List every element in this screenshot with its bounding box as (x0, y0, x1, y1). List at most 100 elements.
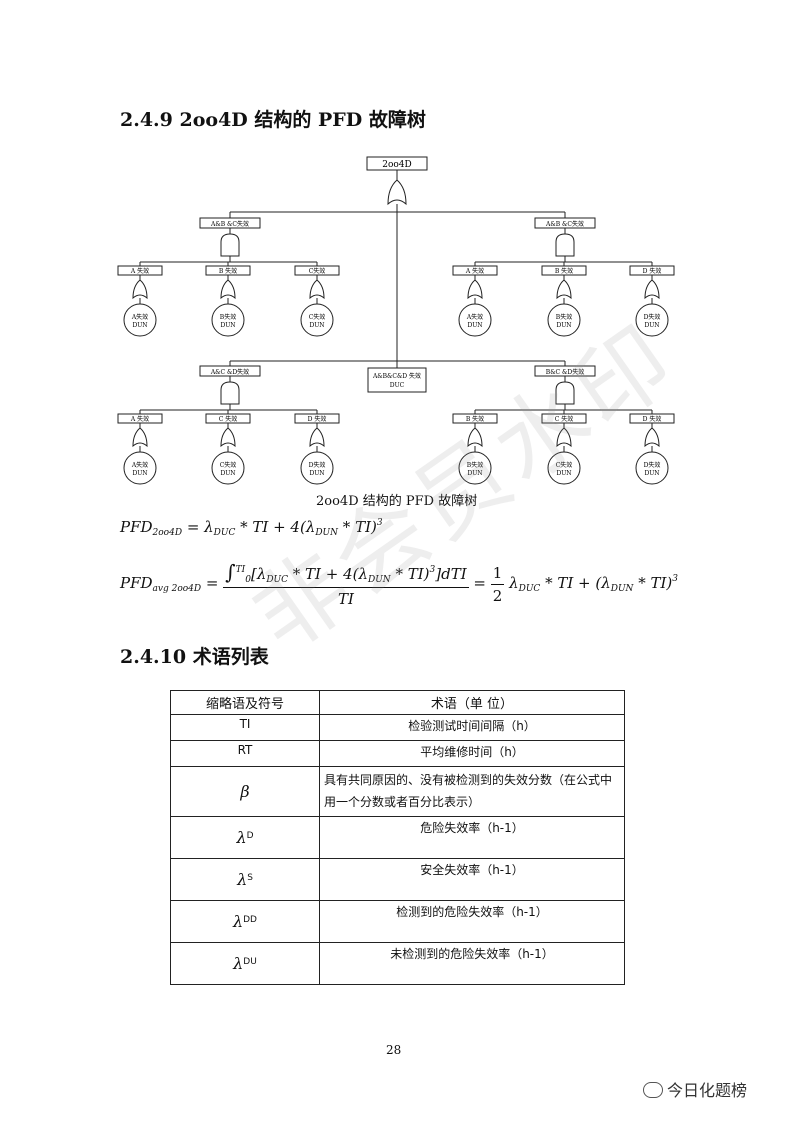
term-cell: 未检测到的危险失效率（h-1） (319, 942, 625, 985)
or-gate-icon (467, 427, 483, 448)
leaf-event-label: D 失效 (308, 415, 327, 423)
f2-num-tail: ]dTI (435, 565, 467, 583)
basic-event-label-2: DUN (644, 470, 659, 477)
basic-event-circle (635, 303, 669, 337)
basic-event-label-2: DUN (644, 322, 659, 329)
f1-rhs-a-sub: DUC (213, 528, 236, 538)
f2-rhs-c-sup: 3 (672, 574, 678, 584)
basic-event-label-2: DUN (467, 322, 482, 329)
table-row: λDD 检测到的危险失效率（h-1） (170, 900, 625, 943)
and-gate-left-bottom (220, 381, 240, 405)
symbol-superscript: DD (243, 915, 257, 925)
f2-rhs-b-sub: DUN (610, 584, 634, 594)
basic-event-label-1: D失效 (644, 313, 661, 321)
basic-event-label-2: DUN (132, 322, 147, 329)
or-gate-icon (644, 427, 660, 448)
f1-rhs-c-sup: 3 (376, 518, 383, 528)
basic-event-circle (300, 303, 334, 337)
f2-int-lower: 0 (245, 575, 251, 585)
basic-event-circle (123, 451, 157, 485)
center-box-line2: DUC (390, 382, 405, 389)
f2-rhs-a: λ (509, 574, 519, 592)
f2-num-sub2: DUN (368, 575, 391, 585)
f2-num-end: * TI) (390, 565, 430, 583)
term-cell: 具有共同原因的、没有被检测到的失效分数（在公式中用一个分数或者百分比表示） (319, 766, 625, 817)
f2-num-mid: * TI + 4(λ (288, 565, 368, 583)
or-gate-icon (644, 279, 660, 300)
basic-event-label-2: DUN (467, 470, 482, 477)
f2-eq2: = (473, 574, 486, 592)
basic-event-label-1: A失效 (131, 461, 148, 469)
symbol-cell: β (170, 766, 320, 817)
section-heading-2-4-9: 2.4.9 2oo4D 结构的 PFD 故障树 (120, 109, 426, 131)
basic-event-label-2: DUN (309, 470, 324, 477)
mid-right-top-label: A&B &C失效 (545, 220, 584, 228)
f2-num-sup: 3 (429, 565, 436, 575)
basic-event-label-1: C失效 (556, 461, 573, 469)
wechat-account-label: 今日化题榜 (643, 1077, 747, 1101)
f2-half-num: 1 (490, 564, 505, 585)
formula-2: PFDavg 2oo4D = ∫TI0[λDUC * TI + 4(λDUN *… (120, 560, 678, 608)
term-cell: 平均维修时间（h） (319, 740, 625, 767)
or-gate-icon (132, 279, 148, 300)
f1-rhs-c: * TI) (338, 518, 377, 536)
f2-lhs: PFD (120, 574, 153, 592)
leaf-event-label: C失效 (309, 267, 326, 275)
or-gate-icon (220, 427, 236, 448)
f1-rhs-b-sub: DUN (315, 528, 339, 538)
f2-num-body: [λ (250, 565, 267, 583)
terms-table-header-row: 缩略语及符号 术语（单 位） (170, 690, 625, 715)
symbol-cell: RT (170, 740, 320, 767)
basic-event-circle (300, 451, 334, 485)
basic-event-circle (211, 303, 245, 337)
basic-event-circle (458, 451, 492, 485)
basic-event-label-1: B失效 (220, 313, 236, 321)
basic-event-label-1: B失效 (556, 313, 572, 321)
f2-half-den: 2 (492, 586, 503, 605)
f2-rhs-c: * TI) (633, 574, 673, 592)
f2-int-upper: TI (235, 565, 246, 575)
basic-event-label-1: C失效 (220, 461, 237, 469)
symbol-text: TI (239, 717, 251, 731)
or-gate-icon (556, 279, 572, 300)
and-gate-right-bottom (555, 381, 575, 405)
term-cell: 检测到的危险失效率（h-1） (319, 900, 625, 943)
term-cell: 危险失效率（h-1） (319, 816, 625, 859)
leaf-event-label: A 失效 (130, 415, 149, 423)
f2-rhs-a-sub: DUC (518, 584, 541, 594)
basic-event-label-2: DUN (132, 470, 147, 477)
basic-event-circle (635, 451, 669, 485)
leaf-event-label: C 失效 (555, 415, 574, 423)
basic-event-label-1: C失效 (309, 313, 326, 321)
wechat-icon (643, 1082, 663, 1098)
symbol-cell: λDU (170, 942, 320, 985)
basic-event-label-1: D失效 (644, 461, 661, 469)
col-header-term: 术语（单 位） (319, 690, 625, 715)
basic-event-label-1: D失效 (309, 461, 326, 469)
or-gate-icon (309, 427, 325, 448)
symbol-text: λ (233, 954, 244, 973)
basic-event-label-1: A失效 (131, 313, 148, 321)
symbol-text: λ (232, 912, 244, 931)
basic-event-label-1: B失效 (467, 461, 483, 469)
leaf-event-label: A 失效 (130, 267, 149, 275)
top-or-gate (387, 179, 407, 206)
symbol-text: λ (236, 828, 247, 847)
leaf-event-label: B 失效 (555, 267, 573, 275)
section-heading-2-4-10: 2.4.10 术语列表 (120, 646, 269, 668)
symbol-cell: TI (170, 714, 320, 741)
leaf-event-label: A 失效 (465, 267, 484, 275)
f1-rhs-a: = λ (186, 518, 214, 536)
f2-integral: ∫ (225, 560, 236, 584)
or-gate-icon (309, 279, 325, 300)
leaf-event-label: C 失效 (219, 415, 238, 423)
basic-event-circle (458, 303, 492, 337)
basic-event-label-2: DUN (556, 322, 571, 329)
symbol-cell: λS (170, 858, 320, 901)
